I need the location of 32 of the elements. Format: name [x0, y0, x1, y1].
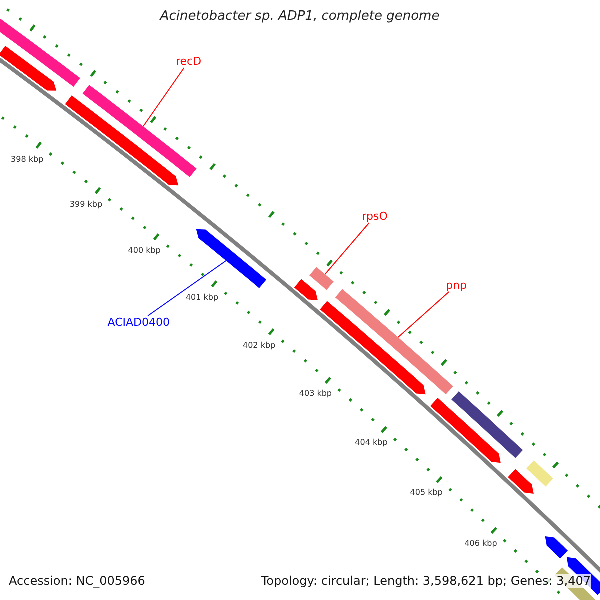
gene-feature — [430, 398, 501, 464]
gene-feature — [545, 536, 568, 559]
gene-label: rpsO — [362, 210, 388, 223]
gene-label: ACIAD0400 — [108, 316, 170, 329]
gene-feature — [0, 17, 80, 87]
leader-line — [148, 260, 227, 316]
scale-label: 402 kbp — [243, 340, 276, 350]
leader-line — [142, 68, 185, 128]
scale-label: 404 kbp — [355, 438, 388, 448]
scale-label: 406 kbp — [464, 538, 498, 548]
scale-label: 400 kbp — [128, 246, 161, 256]
gene-feature — [0, 46, 57, 91]
gene-feature — [452, 392, 524, 458]
gene-label: pnp — [446, 279, 467, 292]
scale-label: 403 kbp — [299, 389, 332, 398]
scale-label: 398 kbp — [11, 154, 44, 164]
gene-feature — [526, 460, 554, 487]
gene-feature — [508, 469, 534, 494]
genome-info-text: Topology: circular; Length: 3,598,621 bp; Genes: 3,407 — [261, 574, 591, 588]
scale-label: 401 kbp — [186, 293, 219, 302]
scale-label: 405 kbp — [410, 488, 443, 498]
leader-line — [398, 292, 450, 338]
gene-feature — [294, 279, 318, 300]
gene-feature — [65, 96, 179, 186]
gene-feature — [310, 267, 334, 290]
gene-feature — [82, 85, 197, 178]
scale-label: 399 kbp — [70, 200, 103, 209]
gene-feature — [196, 229, 266, 288]
leader-line — [324, 222, 370, 275]
title: Acinetobacter sp. ADP1, complete genome — [160, 9, 440, 24]
gene-label: recD — [176, 55, 202, 68]
accession-text: Accession: NC_005966 — [9, 574, 146, 588]
